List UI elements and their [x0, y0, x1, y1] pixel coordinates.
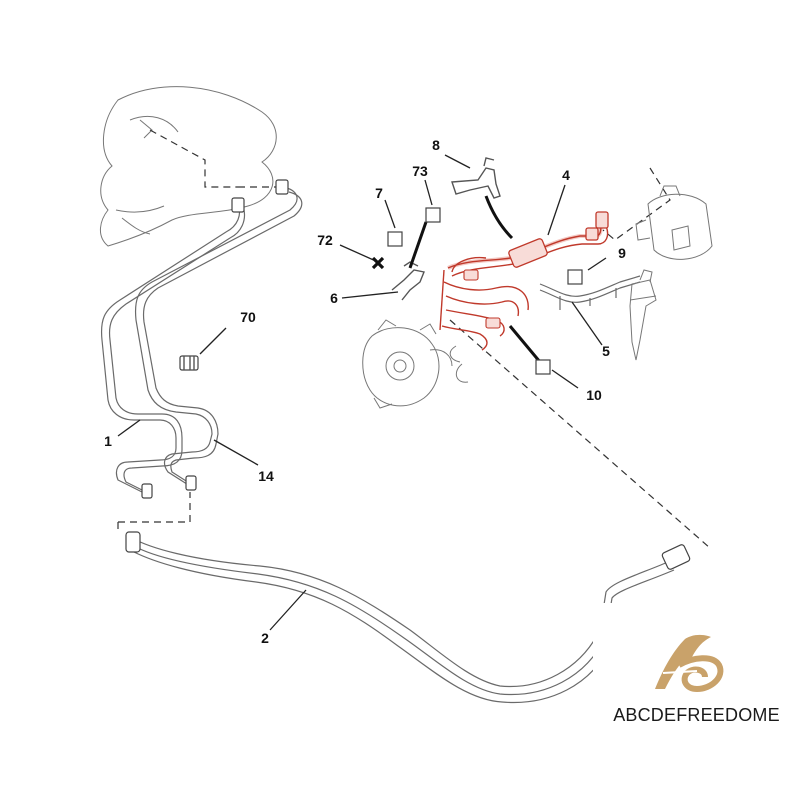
fuel-tank-outline [100, 86, 277, 247]
reference-markers [371, 207, 583, 375]
return-pipe-part-5 [539, 275, 641, 310]
brand-panel: ABCDEFREEDOME [593, 603, 800, 800]
callout-70: 70 [240, 309, 256, 325]
callout-labels: 8 4 73 7 72 6 9 5 10 70 1 14 2 [104, 137, 626, 646]
brand-logo [655, 634, 724, 693]
callout-4: 4 [562, 167, 570, 183]
callout-73: 73 [412, 163, 428, 179]
callout-7: 7 [375, 185, 383, 201]
leader-lines [117, 154, 607, 631]
clip-part-70 [179, 355, 199, 371]
callout-8: 8 [432, 137, 440, 153]
callout-2: 2 [261, 630, 269, 646]
callout-5: 5 [602, 343, 610, 359]
reference-dashed-lines [117, 129, 711, 549]
brand-name: ABCDEFREEDOME [613, 705, 780, 725]
fuel-filter [635, 185, 713, 260]
marker-square-10 [535, 359, 551, 375]
bracket-part-8 [451, 157, 501, 199]
callout-10: 10 [586, 387, 602, 403]
high-pressure-pump [362, 319, 453, 409]
callout-1: 1 [104, 433, 112, 449]
callout-72: 72 [317, 232, 333, 248]
marker-square-9 [567, 269, 583, 285]
injector-pipe-assembly-part-4 [439, 211, 609, 383]
callout-6: 6 [330, 290, 338, 306]
callout-9: 9 [618, 245, 626, 261]
marker-square-7 [387, 231, 403, 247]
callout-14: 14 [258, 468, 274, 484]
marker-square-73 [425, 207, 441, 223]
bracket-part-6 [391, 261, 425, 301]
injector [629, 269, 657, 361]
marker-cross-72 [371, 256, 385, 270]
